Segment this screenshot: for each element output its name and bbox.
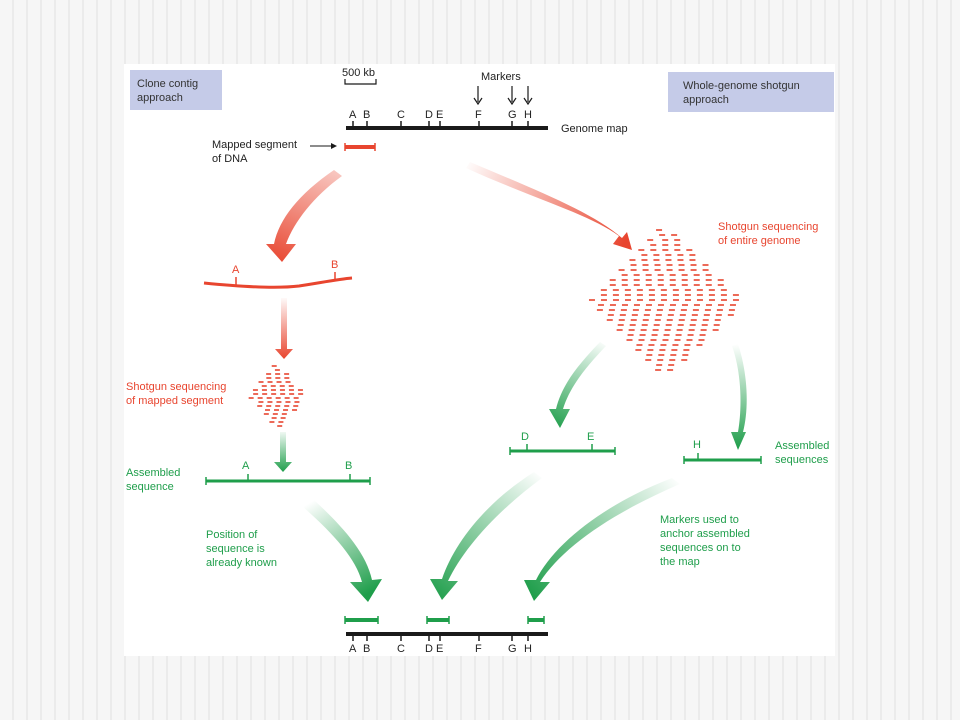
- clone-contig-label-2: approach: [137, 92, 183, 104]
- mapped-segment-label-2: of DNA: [212, 153, 248, 165]
- position-known-label-1: Position of: [206, 529, 258, 541]
- markers-used-label-3: sequences on to: [660, 542, 741, 554]
- diagram-canvas: Clone contig approach Whole-genome shotg…: [126, 67, 834, 655]
- assembled-sequence-left: A B: [205, 460, 371, 485]
- shotgun-mapped-label-2: of mapped segment: [126, 395, 223, 407]
- shotgun-fragments-large: [588, 229, 739, 371]
- genome-map-bottom-label-e: E: [436, 643, 443, 655]
- genome-map-label-a: A: [349, 109, 357, 121]
- position-known-label-3: already known: [206, 557, 277, 569]
- scale-bracket: [344, 79, 377, 85]
- markers-used-label-4: the map: [660, 556, 700, 568]
- shotgun-entire-label-1: Shotgun sequencing: [718, 221, 818, 233]
- arrow-de-to-map: [430, 472, 542, 600]
- arrow-to-h-sequence: [731, 344, 747, 450]
- enlarged-segment-label-a: A: [232, 264, 240, 276]
- clone-contig-box-bg: [130, 70, 222, 110]
- markers-used-label-2: anchor assembled: [660, 528, 750, 540]
- arrow-h-to-map: [524, 478, 680, 601]
- shotgun-entire-label-2: of entire genome: [718, 235, 801, 247]
- genome-map-label-g: G: [508, 109, 517, 121]
- genome-map-bottom-label-f: F: [475, 643, 482, 655]
- genome-map-bottom-label-b: B: [363, 643, 370, 655]
- arrow-to-segment: [266, 170, 342, 262]
- genome-map-bottom-label-a: A: [349, 643, 357, 655]
- de-sequence-label-d: D: [521, 431, 529, 443]
- arrow-to-whole-genome: [466, 162, 632, 250]
- mapped-segment: Mapped segment of DNA: [212, 139, 376, 165]
- mapped-segment-pointer-head: [331, 143, 337, 149]
- genome-map-bottom-label-g: G: [508, 643, 517, 655]
- assembled-sequence-label-a: A: [242, 460, 250, 472]
- enlarged-segment-label-b: B: [331, 259, 338, 271]
- markers-used-label-1: Markers used to: [660, 514, 739, 526]
- genome-map-bottom-label-h: H: [524, 643, 532, 655]
- clone-contig-label-1: Clone contig: [137, 78, 198, 90]
- genome-map-label-h: H: [524, 109, 532, 121]
- assembled-sequence-label-b: B: [345, 460, 352, 472]
- scale-label: 500 kb: [342, 67, 375, 79]
- whole-genome-box: Whole-genome shotgun approach: [668, 72, 834, 112]
- genome-map-label-c: C: [397, 109, 405, 121]
- assembled-sequence-h: H: [683, 439, 762, 464]
- whole-genome-label-2: approach: [683, 94, 729, 106]
- assembled-sequence-de: D E: [509, 431, 616, 455]
- mapped-segment-label-1: Mapped segment: [212, 139, 297, 151]
- whole-genome-box-bg: [668, 72, 834, 112]
- assembled-sequences-label-1: Assembled: [775, 440, 829, 452]
- marker-arrowhead-h: [523, 97, 533, 106]
- genome-sequencing-figure: Clone contig approach Whole-genome shotg…: [124, 64, 835, 656]
- assembled-sequences-label-2: sequences: [775, 454, 829, 466]
- genome-map-label: Genome map: [561, 123, 628, 135]
- arrow-known-position-to-map: [302, 500, 382, 602]
- de-sequence-label-e: E: [587, 431, 594, 443]
- assembled-sequence-label-1: Assembled: [126, 467, 180, 479]
- arrow-to-shotgun-segment: [275, 298, 293, 359]
- markers-indicator: Markers: [473, 71, 533, 106]
- genome-map-label-f: F: [475, 109, 482, 121]
- position-known-label-2: sequence is: [206, 543, 265, 555]
- genome-map-label-b: B: [363, 109, 370, 121]
- whole-genome-label-1: Whole-genome shotgun: [683, 80, 800, 92]
- enlarged-segment-line: [203, 276, 353, 289]
- shotgun-mapped-label-1: Shotgun sequencing: [126, 381, 226, 393]
- genome-map-label-e: E: [436, 109, 443, 121]
- scale-bar: 500 kb: [342, 67, 377, 85]
- marker-arrowhead-g: [507, 97, 517, 106]
- arrow-to-assembled-sequence: [274, 432, 292, 472]
- markers-label: Markers: [481, 71, 521, 83]
- clone-contig-box: Clone contig approach: [130, 70, 222, 110]
- genome-map-bottom-label-d: D: [425, 643, 433, 655]
- genome-map-bottom-label-c: C: [397, 643, 405, 655]
- placed-sequences: [344, 616, 545, 624]
- shotgun-fragments-small: [248, 365, 304, 427]
- genome-map-label-d: D: [425, 109, 433, 121]
- assembled-sequence-label-2: sequence: [126, 481, 174, 493]
- arrow-to-de-sequence: [549, 342, 606, 428]
- enlarged-segment: A B: [203, 259, 353, 289]
- marker-arrowhead-f: [473, 97, 483, 106]
- h-sequence-label: H: [693, 439, 701, 451]
